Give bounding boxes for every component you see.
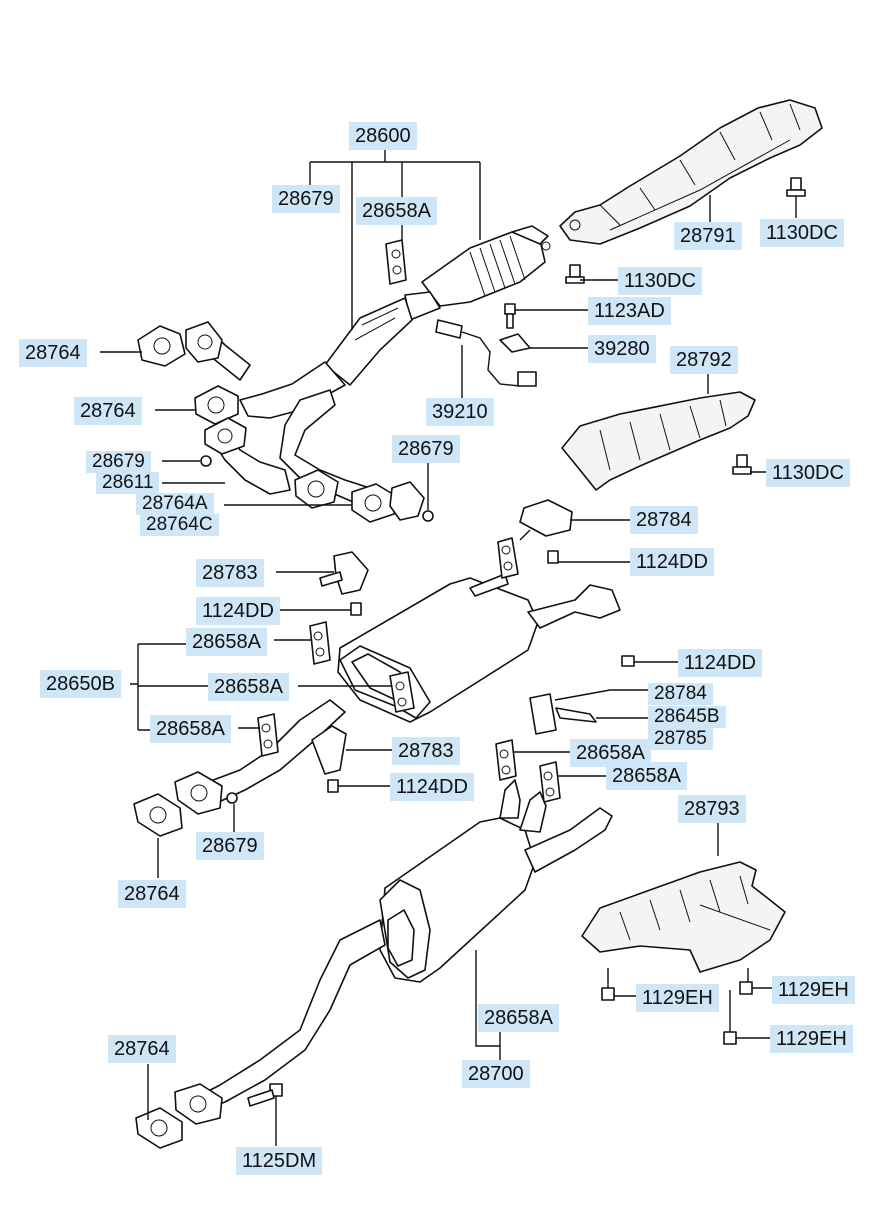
label-28764-middle[interactable]: 28764: [74, 397, 142, 425]
label-28764-center[interactable]: 28764: [118, 880, 186, 908]
catalytic-converter[interactable]: [421, 225, 551, 307]
label-28611[interactable]: 28611: [96, 472, 160, 494]
nut-28679-right[interactable]: [422, 510, 434, 522]
gasket-28764-center[interactable]: [133, 793, 183, 837]
gasket-28764A[interactable]: [294, 469, 339, 509]
label-1123AD[interactable]: 1123AD: [588, 297, 671, 325]
bracket-39280[interactable]: [499, 333, 531, 353]
label-28785[interactable]: 28785: [648, 728, 713, 750]
bracket-28783-lower[interactable]: [311, 725, 347, 775]
hanger-28658A-e[interactable]: [257, 713, 279, 757]
bracket-28784-upper[interactable]: [519, 499, 573, 541]
hanger-28658A-top[interactable]: [385, 239, 407, 285]
label-28658A-d[interactable]: 28658A: [150, 715, 231, 743]
bolt-1124DD-b[interactable]: [350, 602, 362, 616]
label-28658A-c[interactable]: 28658A: [208, 673, 289, 701]
nut-28679-left[interactable]: [200, 455, 212, 467]
label-1130DC-right[interactable]: 1130DC: [760, 219, 844, 247]
label-39280[interactable]: 39280: [588, 335, 656, 363]
label-28600[interactable]: 28600: [349, 122, 417, 150]
gasket-28764-front-middle[interactable]: [194, 385, 239, 425]
label-28764C[interactable]: 28764C: [140, 514, 219, 536]
label-28764-rear[interactable]: 28764: [108, 1035, 176, 1063]
nut-28679-center[interactable]: [226, 792, 238, 804]
leader-lines: [100, 149, 797, 1146]
bracket-28783-upper[interactable]: [319, 551, 369, 595]
label-28700[interactable]: 28700: [462, 1060, 530, 1088]
hanger-28658A-center-top[interactable]: [497, 537, 519, 579]
flange-upper-right[interactable]: [185, 321, 223, 363]
label-1130DC-shield2[interactable]: 1130DC: [766, 459, 850, 487]
hanger-28658A-b[interactable]: [309, 621, 331, 665]
label-1124DD-c[interactable]: 1124DD: [678, 649, 762, 677]
label-28650B[interactable]: 28650B: [40, 670, 121, 698]
label-39210[interactable]: 39210: [426, 398, 494, 426]
label-28658A-top[interactable]: 28658A: [356, 197, 437, 225]
heat-shield-28793[interactable]: [581, 861, 786, 973]
rear-muffler-28700[interactable]: [194, 779, 613, 1113]
heat-shield-28792[interactable]: [561, 391, 756, 491]
label-1129EH-b[interactable]: 1129EH: [772, 976, 855, 1004]
bolt-1129EH-c[interactable]: [723, 1031, 737, 1045]
bolt-1130DC-shield1-right[interactable]: [786, 177, 806, 197]
flange-rear-inlet[interactable]: [174, 1083, 223, 1125]
hanger-28658A-rear-b[interactable]: [539, 761, 561, 803]
label-1125DM[interactable]: 1125DM: [236, 1147, 323, 1175]
label-28793[interactable]: 28793: [678, 795, 746, 823]
label-28764-upper[interactable]: 28764: [19, 339, 87, 367]
label-28784-upper[interactable]: 28784: [630, 506, 698, 534]
bolt-1130DC-shield1-left[interactable]: [565, 264, 585, 284]
bolt-1124DD-d[interactable]: [327, 779, 339, 793]
gasket-28764-rear[interactable]: [135, 1107, 183, 1149]
flange-middle[interactable]: [204, 417, 247, 455]
label-28658A-b[interactable]: 28658A: [186, 628, 267, 656]
label-1129EH-a[interactable]: 1129EH: [636, 984, 719, 1012]
bolt-1125DM[interactable]: [247, 1083, 283, 1107]
label-28679-right[interactable]: 28679: [392, 435, 460, 463]
label-1129EH-c[interactable]: 1129EH: [770, 1025, 853, 1053]
label-28679-top[interactable]: 28679: [272, 185, 340, 213]
bolt-1124DD-c[interactable]: [621, 655, 635, 667]
bracket-28784-lower[interactable]: [529, 693, 597, 735]
label-1124DD-b[interactable]: 1124DD: [196, 597, 280, 625]
label-28658A-f[interactable]: 28658A: [606, 762, 687, 790]
label-28783-upper[interactable]: 28783: [196, 559, 264, 587]
flange-center-muffler-inlet[interactable]: [174, 771, 223, 815]
gasket-28764-front-upper[interactable]: [137, 325, 186, 367]
label-1130DC-left[interactable]: 1130DC: [618, 267, 702, 295]
label-28658A-g[interactable]: 28658A: [478, 1004, 559, 1032]
bolt-1129EH-a[interactable]: [601, 987, 615, 1001]
hanger-28658A-c[interactable]: [389, 671, 415, 713]
label-28764A[interactable]: 28764A: [136, 493, 214, 515]
label-1124DD-a[interactable]: 1124DD: [630, 548, 714, 576]
bolt-1124DD-a[interactable]: [547, 550, 559, 564]
label-28792[interactable]: 28792: [670, 346, 738, 374]
gasket-28764C[interactable]: [351, 483, 397, 523]
flange-lower-right[interactable]: [389, 481, 425, 521]
bolt-1130DC-shield2[interactable]: [732, 454, 752, 475]
bolt-1123AD[interactable]: [504, 303, 516, 329]
label-1124DD-d[interactable]: 1124DD: [390, 773, 474, 801]
hanger-28658A-rear-a[interactable]: [495, 739, 517, 781]
label-28784-lower[interactable]: 28784: [648, 683, 713, 705]
oxygen-sensor-39210[interactable]: [435, 319, 537, 387]
heat-shield-28791[interactable]: [559, 99, 823, 245]
label-28679-left[interactable]: 28679: [86, 451, 151, 473]
bolt-1129EH-b[interactable]: [739, 981, 753, 995]
label-28783-lower[interactable]: 28783: [392, 737, 460, 765]
label-28645B[interactable]: 28645B: [648, 706, 726, 728]
label-28791[interactable]: 28791: [674, 222, 742, 250]
label-28679-center[interactable]: 28679: [196, 832, 264, 860]
